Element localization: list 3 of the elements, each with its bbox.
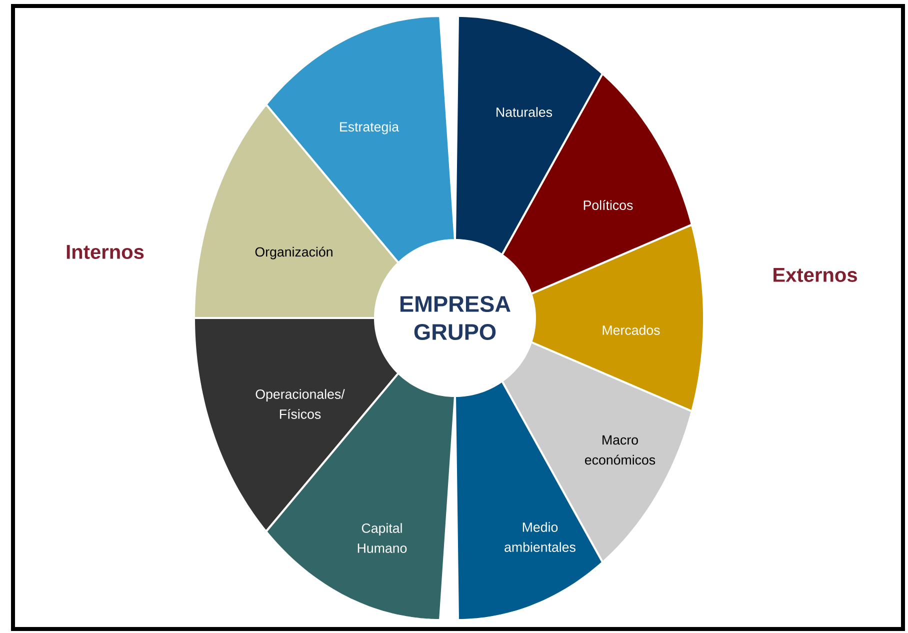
center-label: EMPRESA GRUPO xyxy=(400,296,510,340)
side-label: Externos xyxy=(774,268,857,282)
side-label: Internos xyxy=(66,245,144,259)
